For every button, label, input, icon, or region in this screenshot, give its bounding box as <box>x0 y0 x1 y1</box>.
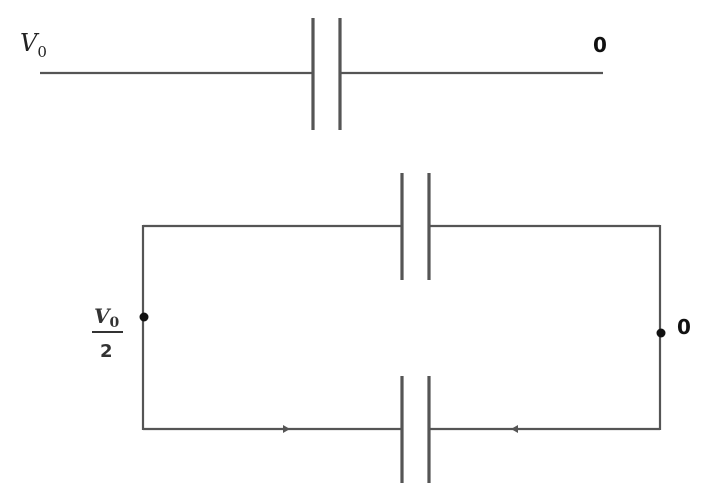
right-node <box>656 328 666 338</box>
bottom-right-potential-label: 0 <box>677 315 691 339</box>
top-circuit: V0 0 <box>20 18 607 130</box>
fraction-denominator: 2 <box>100 341 113 362</box>
left-potential-fraction-label: V0 2 <box>92 304 123 362</box>
bottom-circuit: V0 2 0 <box>92 173 691 483</box>
top-right-potential-label: 0 <box>593 33 607 57</box>
svg-text:V0: V0 <box>94 304 120 331</box>
bottom-left-arrow-icon <box>283 425 290 433</box>
left-node <box>139 312 149 322</box>
bottom-right-arrow-icon <box>511 425 518 433</box>
top-left-potential-label: V0 <box>20 29 47 61</box>
